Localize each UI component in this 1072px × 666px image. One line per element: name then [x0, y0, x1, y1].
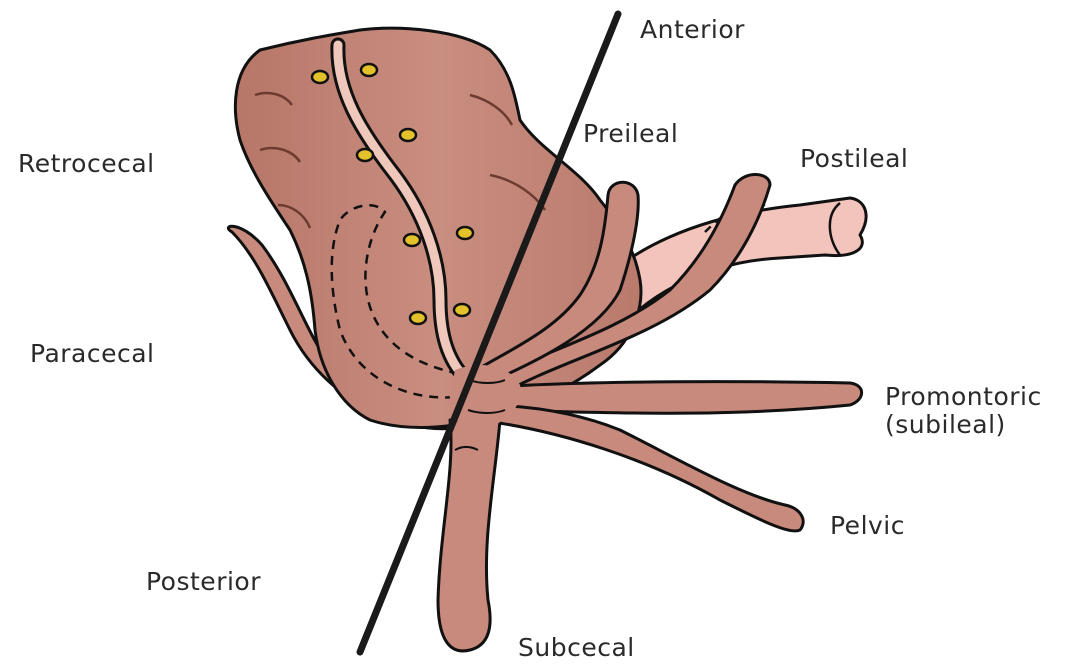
label-subcecal: Subcecal	[518, 634, 635, 662]
label-posterior: Posterior	[146, 568, 261, 596]
label-promontoric: Promontoric	[885, 383, 1042, 411]
label-pelvic: Pelvic	[830, 512, 905, 540]
label-postileal: Postileal	[800, 145, 908, 173]
label-paracecal: Paracecal	[30, 340, 155, 368]
label-anterior: Anterior	[640, 16, 745, 44]
appendix-pelvic	[478, 405, 803, 531]
label-preileal: Preileal	[583, 120, 678, 148]
label-retrocecal: Retrocecal	[18, 150, 155, 178]
label-subileal: (subileal)	[885, 411, 1006, 439]
appendix-subcecal	[438, 420, 500, 651]
